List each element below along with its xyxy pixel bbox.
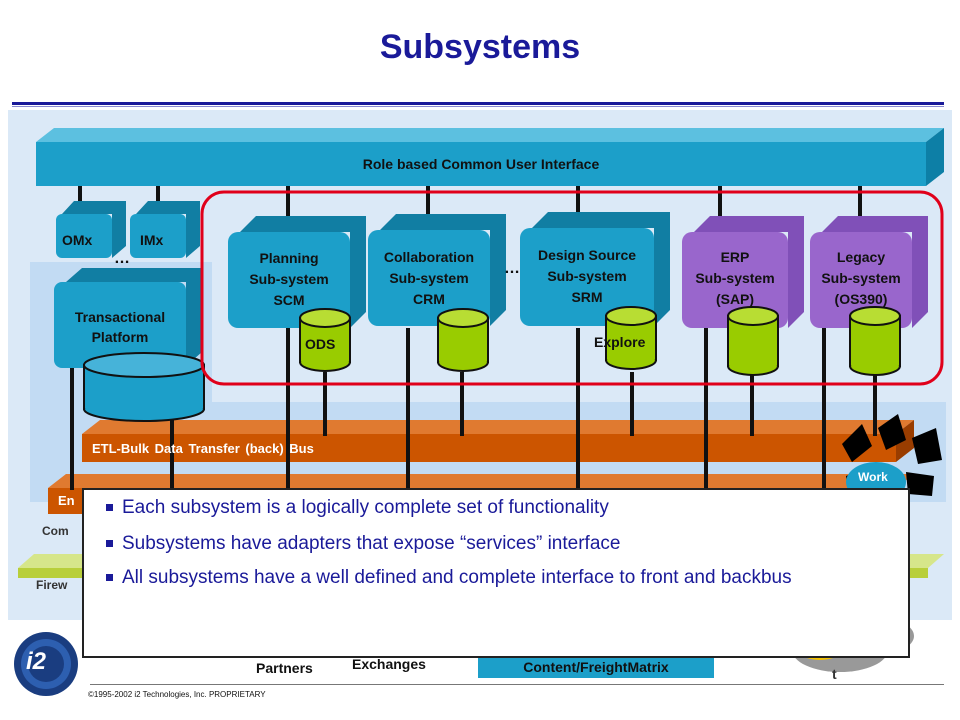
transactional-label: Transactional Platform [54,307,186,347]
note-1: Each subsystem is a logically complete s… [106,496,609,520]
note-2: Subsystems have adapters that expose “se… [106,532,620,556]
legacy-line-1: Legacy [836,249,886,265]
ellipsis-left: … [114,250,130,267]
exchanges-label: Exchanges [352,656,426,672]
subsystem-boundary [200,190,944,386]
title-divider [12,102,944,105]
work-label: Work [858,470,888,484]
transactional-line-1: Transactional [74,309,166,325]
square-bullet-icon [106,574,113,581]
lower-bus-top [48,474,914,488]
i2-logo-text: i2 [26,648,47,675]
erp-line-1: ERP [720,249,750,265]
etl-bus-top [82,420,914,434]
erp-box [682,216,804,328]
planning-line-1: Planning [259,250,319,266]
legacy-box [810,216,928,328]
legacy-line-2: Sub-system [821,270,901,286]
ods-label: ODS [305,336,336,352]
common-ui-bar-top [36,128,944,142]
legacy-label: Legacy Sub-system (OS390) [806,247,916,310]
square-bullet-icon [106,540,113,547]
erp-label: ERP Sub-system (SAP) [680,247,790,310]
etl-bus-label: ETL-Bulk Data Transfer (back) Bus [92,441,314,456]
note-3: All subsystems have a well defined and c… [106,566,886,590]
common-ui-bar [36,142,926,186]
omx-label: OMx [62,232,93,248]
explore-database [605,306,657,370]
planning-label: Planning Sub-system SCM [228,248,350,311]
ellipsis-mid: … [504,260,520,277]
omx-box [56,201,126,258]
erp-line-2: Sub-system [695,270,775,286]
collaboration-line-3: CRM [413,291,445,307]
t-fragment: t [832,666,837,682]
common-ui-bar-side [926,128,944,186]
collaboration-line-2: Sub-system [389,270,469,286]
notes-box: Each subsystem is a logically complete s… [82,488,910,658]
collaboration-box [368,214,506,326]
content-bar [478,656,714,678]
legacy-line-3: (OS390) [834,291,888,307]
design-source-label: Design Source Sub-system SRM [520,245,654,308]
com-fragment: Com [42,524,69,538]
firewall-fragment: Firew [36,578,68,592]
explore-label: Explore [594,334,646,350]
note-1-text: Each subsystem is a logically complete s… [122,497,609,518]
etl-bus [82,434,896,462]
planning-line-2: Sub-system [249,271,329,287]
planning-line-3: SCM [273,292,305,308]
copyright-text: ©1995-2002 i2 Technologies, Inc. PROPRIE… [88,690,266,699]
title-divider-thin [12,106,944,107]
content-label: Content/FreightMatrix [523,659,669,675]
design-line-3: SRM [571,289,603,305]
footer-divider [90,684,944,685]
page-title: Subsystems [379,28,581,66]
erp-database [727,306,779,376]
erp-line-3: (SAP) [715,291,755,307]
i2-logo [14,632,78,696]
note-2-text: Subsystems have adapters that expose “se… [122,533,621,554]
transactional-database [83,352,205,422]
design-line-2: Sub-system [547,268,627,284]
planning-box [228,216,366,328]
imx-label: IMx [140,232,164,248]
crm-database [437,308,489,372]
note-3-text: All subsystems have a well defined and c… [122,567,792,588]
partners-label: Partners [256,660,313,676]
common-ui-label: Role based Common User Interface [362,156,600,172]
transactional-line-2: Platform [91,329,149,345]
connectors-bottom [70,328,877,490]
collaboration-label: Collaboration Sub-system CRM [366,247,492,310]
ods-database [299,308,351,372]
design-line-1: Design Source [537,247,637,263]
en-fragment: En [58,493,75,508]
collaboration-line-1: Collaboration [383,249,475,265]
square-bullet-icon [106,504,113,511]
legacy-database [849,306,901,376]
imx-box [130,201,200,258]
